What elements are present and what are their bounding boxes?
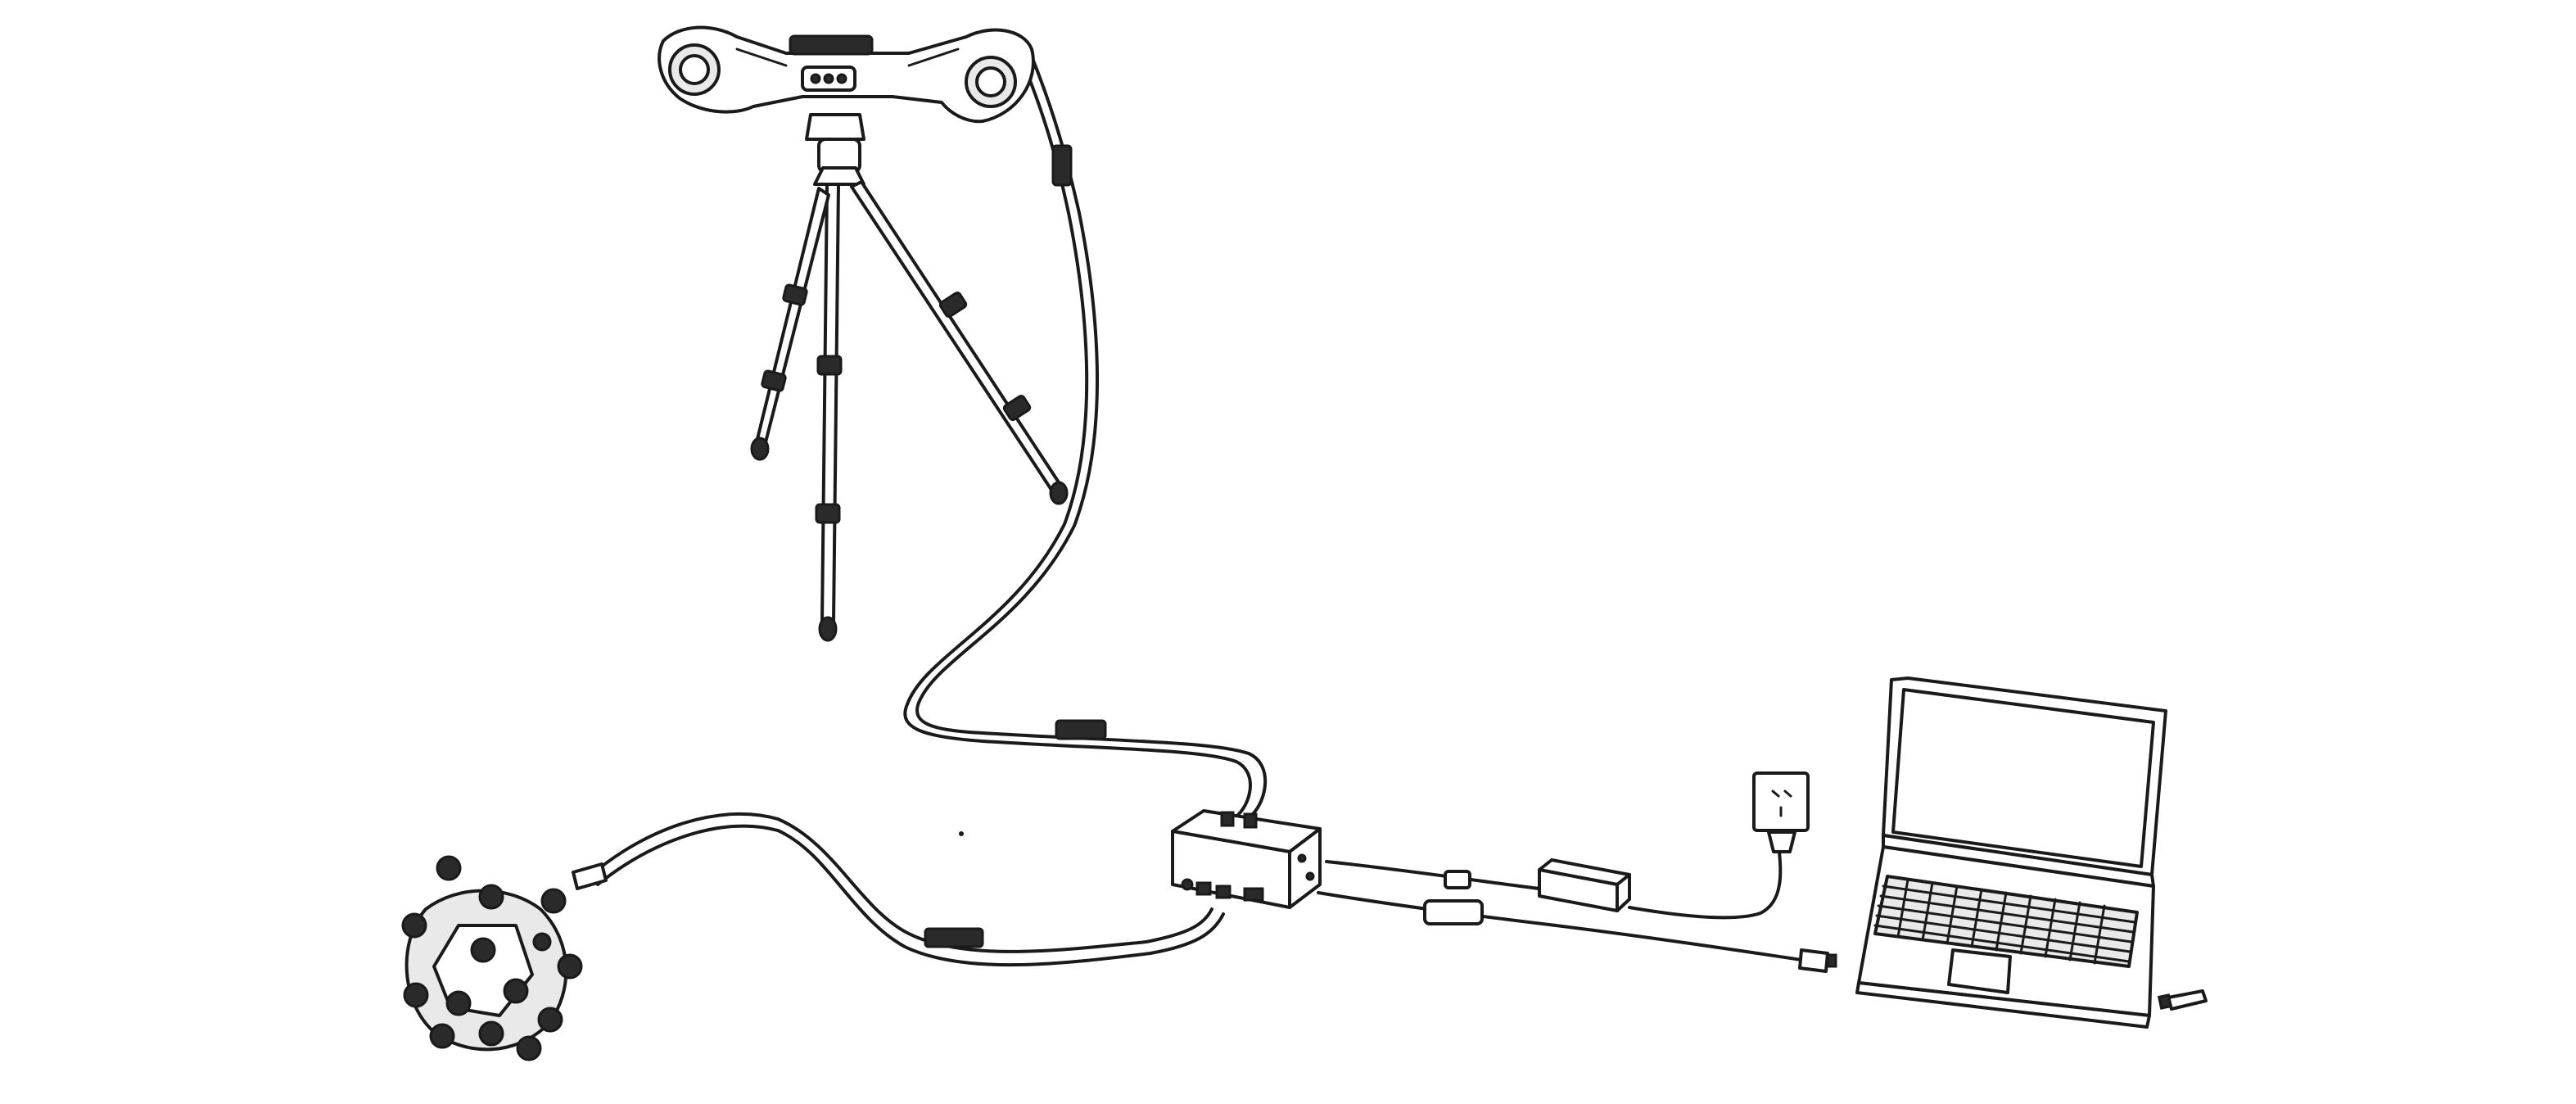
usb-connector	[1798, 948, 1837, 973]
power-cable	[1325, 842, 1783, 920]
stray-dot	[959, 831, 964, 836]
usb-dongle	[2157, 989, 2208, 1011]
connection-hub	[1171, 809, 1322, 909]
power-adapter	[1538, 858, 1631, 912]
usb-cable	[1317, 891, 1803, 961]
wall-outlet	[1752, 771, 1810, 853]
laptop	[1855, 676, 2167, 1029]
probe-cable	[588, 812, 1225, 967]
tripod	[750, 113, 1069, 642]
scanner-cable	[903, 59, 1268, 821]
handheld-probe	[401, 855, 608, 1061]
optical-scanner	[658, 25, 1035, 124]
